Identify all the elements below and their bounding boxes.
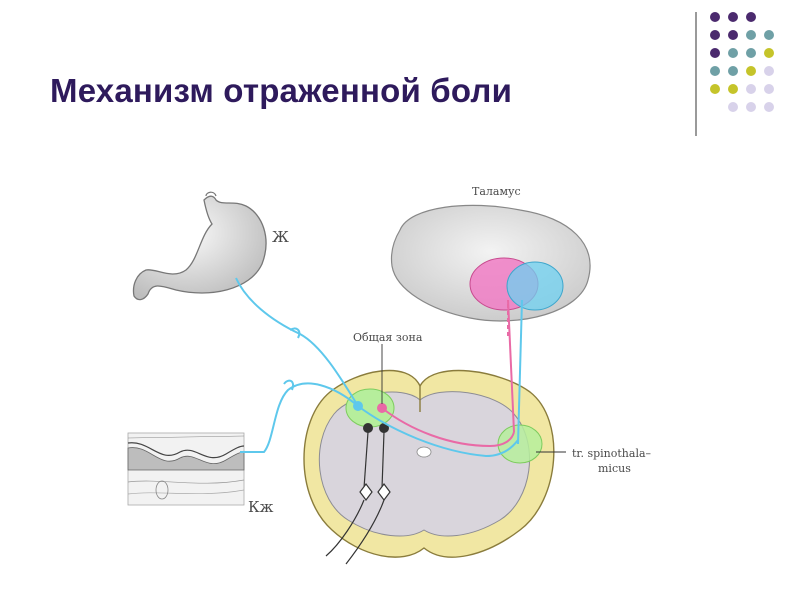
label-pointers (381, 344, 566, 453)
decor-dot (728, 102, 738, 112)
decor-dot (746, 84, 756, 94)
decor-dot (710, 66, 720, 76)
decor-dot (746, 48, 756, 58)
tract-label-line1: tr. spinothala– (572, 447, 652, 460)
decor-dot (710, 48, 720, 58)
decor-dot (764, 30, 774, 40)
stomach-illustration (132, 191, 267, 301)
spinal-cord-cross-section (303, 369, 555, 558)
tract-label-line2: micus (598, 462, 631, 475)
decor-dot (746, 12, 756, 22)
decor-dot (728, 84, 738, 94)
thalamus-label: Таламус (472, 185, 521, 198)
decor-dot (764, 48, 774, 58)
title-divider-line (695, 12, 697, 136)
decor-dot (764, 66, 774, 76)
somatic-afferent-pathway (240, 379, 359, 453)
decor-dot (710, 84, 720, 94)
decor-dot (728, 48, 738, 58)
visceral-afferent-pathway (235, 277, 523, 458)
decor-dot (710, 12, 720, 22)
decor-dot (728, 66, 738, 76)
skin-illustration (127, 432, 245, 506)
common-zone-label: Общая зона (353, 331, 423, 344)
motor-neurons (325, 431, 391, 565)
decor-dot (728, 12, 738, 22)
spinothalamic-pathway (381, 299, 515, 448)
decor-dot (746, 30, 756, 40)
decor-dot (764, 84, 774, 94)
slide-title: Механизм отраженной боли (50, 72, 513, 109)
stomach-label: Ж (272, 228, 289, 246)
thalamus-illustration (390, 204, 591, 322)
skin-label: Кж (248, 498, 274, 516)
decor-dot (746, 66, 756, 76)
decor-dot (728, 30, 738, 40)
decor-dot (710, 30, 720, 40)
decor-dot (746, 102, 756, 112)
decor-dot (764, 102, 774, 112)
